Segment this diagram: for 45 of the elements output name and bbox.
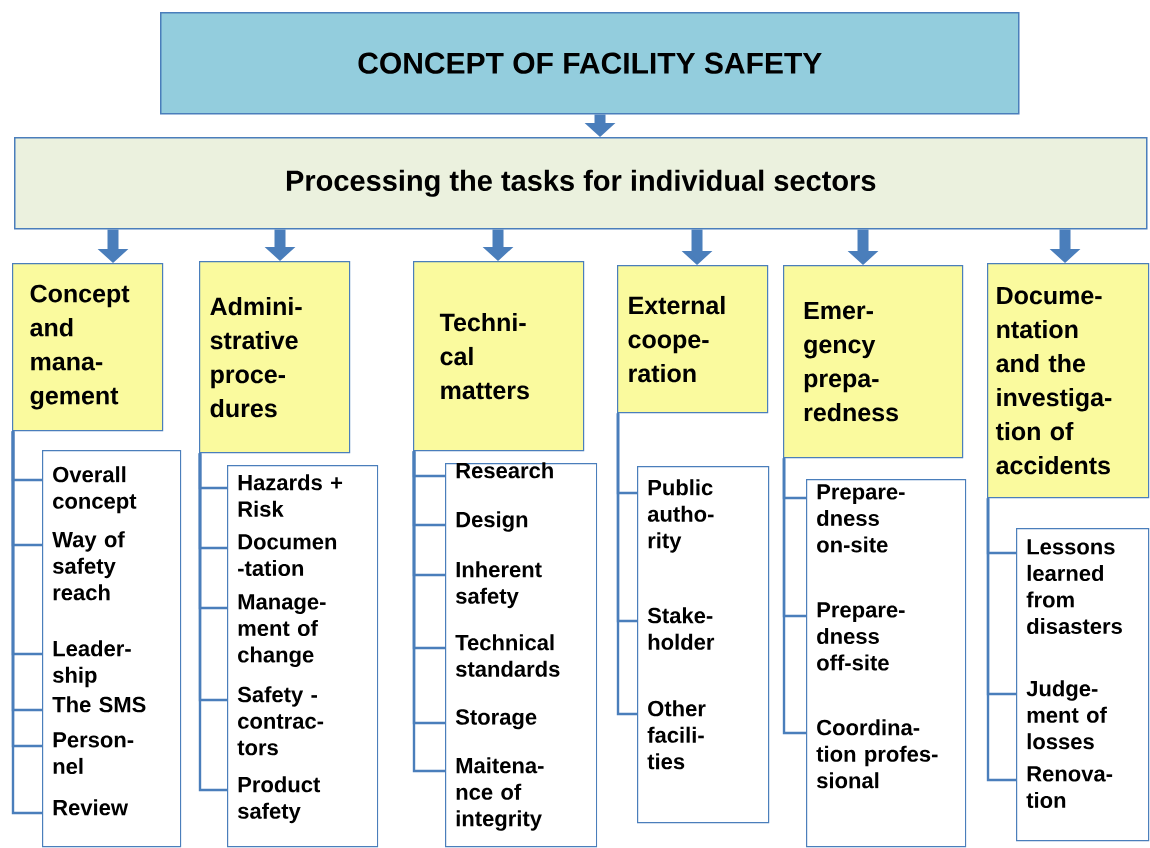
list-item: Product safety	[237, 776, 321, 824]
list-box	[806, 479, 967, 848]
list-item: Storage	[455, 709, 537, 730]
list-item: Leader- ship	[52, 640, 131, 688]
sector-box: Docume- ntation and the investiga- tion of accidents	[987, 263, 1150, 499]
list-item: Safety - contrac- tors	[237, 686, 324, 756]
list-box	[42, 450, 182, 848]
sector-box: Techni- cal matters	[413, 261, 585, 452]
list-item: Design	[456, 511, 528, 532]
bracket-line	[616, 413, 637, 716]
sector-box: Concept and mana- gement	[12, 263, 164, 432]
list-box	[445, 463, 598, 848]
list-item: Lessons learned from disasters	[1026, 539, 1122, 635]
list-item: Overall concept	[53, 466, 137, 514]
sector-box: Emer- gency prepa- redness	[783, 265, 964, 459]
list-box	[637, 466, 770, 824]
list-item: Review	[53, 799, 129, 816]
list-item: Inherent safety	[456, 561, 542, 609]
list-item: Public autho- rity	[647, 479, 714, 553]
list-item: Manage- ment of change	[238, 594, 326, 667]
bracket-line	[11, 431, 42, 815]
heading-box: CONCEPT OF FACILITY SAFETY	[160, 12, 1020, 115]
list-item: Research	[456, 462, 553, 479]
list-item: Person- nel	[53, 732, 134, 775]
list-item: Other facili- ties	[647, 700, 706, 770]
list-item: Maitena- nce of integrity	[456, 757, 544, 831]
list-item: Renova- tion	[1026, 766, 1113, 809]
list-item: Coordina- tion profes- sional	[816, 719, 938, 789]
bracket-line	[986, 498, 1016, 782]
list-box	[227, 465, 379, 848]
sector-box: External coope- ration	[617, 265, 769, 414]
list-item: Judge- ment of losses	[1026, 680, 1107, 750]
heading-box: Processing the tasks for individual sectors	[14, 137, 1148, 230]
sector-box: Admini- strative proce- dures	[199, 261, 351, 454]
list-item: The SMS	[52, 696, 146, 713]
list-box	[1016, 528, 1150, 842]
bracket-line	[782, 458, 806, 735]
list-item: Technical standards	[455, 634, 560, 677]
list-item: Prepare- dness on-site	[817, 484, 905, 553]
bracket-line	[198, 453, 227, 792]
list-item: Way of safety reach	[52, 531, 125, 601]
list-item: Documen -tation	[238, 534, 337, 577]
list-item: Hazards + Risk	[238, 474, 343, 517]
list-item: Stake- holder	[647, 607, 715, 650]
list-item: Prepare- dness off-site	[817, 602, 905, 671]
